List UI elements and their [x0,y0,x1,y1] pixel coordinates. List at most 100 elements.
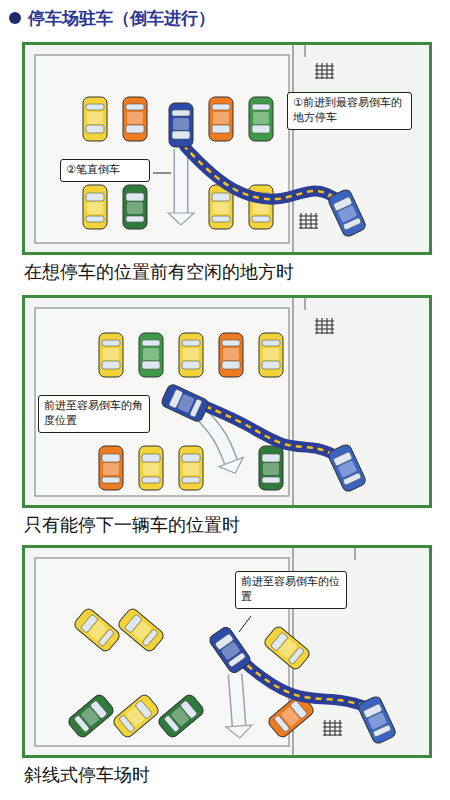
car-body [169,103,193,147]
crosswalk-mark [323,720,342,736]
blue-car-moving [327,443,367,493]
path-centerline [237,656,375,710]
panel-frame [22,545,432,758]
path-centerline [205,406,343,460]
car-roof [87,112,103,124]
car-body [179,333,203,377]
blue-car-stopped [169,103,193,147]
car-window [252,216,270,222]
car-roof [127,112,143,124]
parked-car [83,97,107,141]
car-body [83,97,107,141]
parked-car [123,97,147,141]
car-body [327,443,367,493]
car-roof [253,112,269,124]
car-window [212,216,230,222]
scene-panel: 只有能停下一辆车的位置时 前进至容易倒车的角度位置 [22,295,432,537]
car-window [182,361,200,369]
parked-car [219,333,243,377]
reverse-arrow-head [219,457,243,473]
car-window [126,125,144,133]
car-roof [170,707,189,727]
parked-car [179,333,203,377]
callout-box: ②笔直倒车 [60,159,150,182]
parked-car [209,97,233,141]
callout-box: 前进至容易倒车的角度位置 [38,395,150,433]
crosswalk-mark [315,63,334,79]
car-body [179,446,203,490]
car-window [262,361,280,369]
path-centerline [185,147,343,203]
car-body [219,333,243,377]
road-edge [292,45,293,252]
road-edge [304,298,305,310]
title-bullet [8,11,22,25]
car-window [172,131,190,139]
car-body [208,625,253,675]
parking-illustration [25,45,429,252]
car-roof [368,712,388,730]
car-roof [173,118,189,130]
caption: 斜线式停车场时 [24,763,432,787]
driving-path [185,147,343,203]
car-body [116,607,165,654]
parked-car [83,185,107,229]
parking-lot [35,308,289,496]
car-window [172,110,190,116]
car-window [102,340,120,346]
scene-panel: 在想停车的位置前有空闲的地方时①前进到最容易倒车的地方停车②笔直倒车 [22,42,432,284]
parked-car [259,333,283,377]
parked-car [99,333,123,377]
car-body [99,446,123,490]
crosswalk-mark [315,318,334,334]
reverse-arrow [235,674,239,726]
parked-car [123,185,147,229]
car-window [126,216,144,222]
car-window [86,104,104,110]
caption: 只有能停下一辆车的位置时 [24,513,432,537]
car-body [66,693,115,740]
parking-lot [35,55,289,243]
car-window [212,125,230,133]
car-body [139,446,163,490]
reverse-arrow-outline [203,416,231,462]
car-window [252,125,270,133]
parked-car [72,607,121,654]
road-edge [354,548,355,560]
car-window [142,477,160,483]
car-roof [221,641,241,660]
car-roof [213,112,229,124]
car-body [357,695,397,745]
callout-text: ①前进到最容易倒车的地方停车 [293,96,406,126]
car-window [86,193,104,201]
car-roof [143,463,159,475]
leader-line [239,616,251,632]
leader-line [153,173,171,174]
blue-car-moving [327,188,367,238]
car-window [252,104,270,110]
car-window [102,454,120,462]
panel-frame [22,42,432,255]
reverse-arrow-outline [174,149,189,213]
car-body [160,383,210,423]
car-body [123,185,147,229]
car-roof [177,394,195,414]
car-roof [213,202,229,214]
title-bar: 停车场驻车（倒车进行） [8,6,215,30]
parked-car [262,625,311,672]
car-body [99,333,123,377]
car-roof [103,463,119,475]
car-roof [280,707,299,727]
callout-box: 前进至容易倒车的位置 [235,571,347,609]
road-edge [304,45,305,57]
callout-box: ①前进到最容易倒车的地方停车 [287,92,412,130]
car-roof [132,621,151,641]
car-roof [278,639,297,659]
parked-car [179,446,203,490]
parked-car [156,693,205,740]
car-window [212,104,230,110]
parked-car [66,693,115,740]
parked-car [259,446,283,490]
car-window [182,340,200,346]
